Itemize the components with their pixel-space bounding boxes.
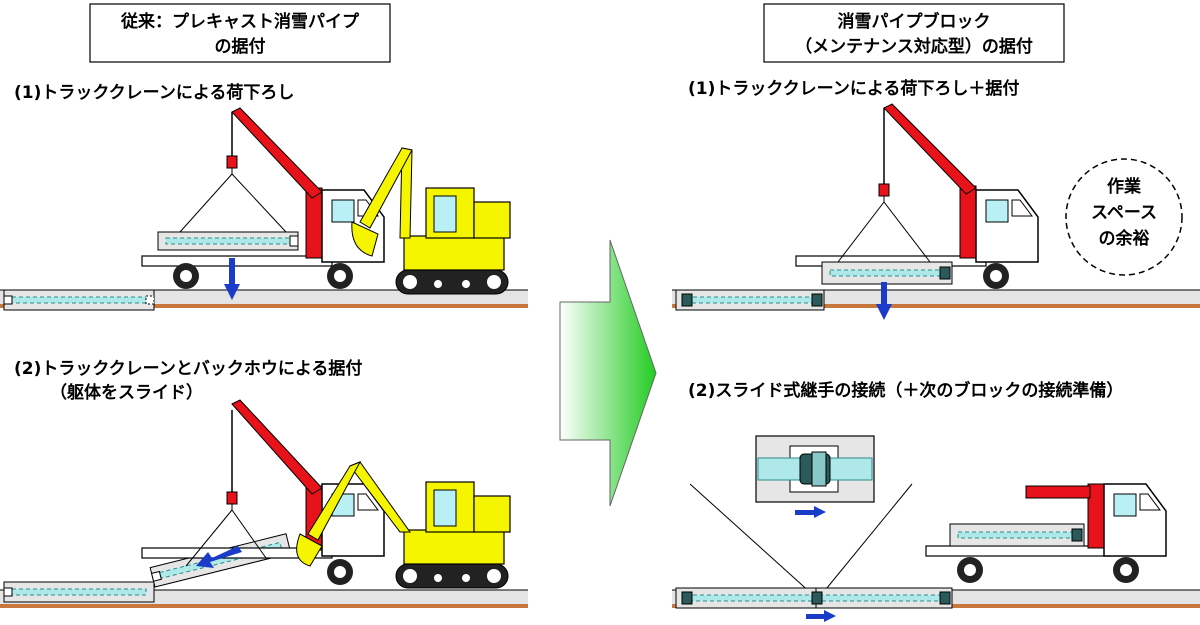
right-truck-2: [925, 483, 1167, 583]
left-title-line1: 従来：プレキャスト消雪パイプ: [120, 11, 360, 32]
left-ground-2: [0, 604, 528, 608]
workspace-label-line1: 作業: [1107, 176, 1141, 197]
left-excavator-2: [296, 461, 511, 589]
transition-arrow: [559, 239, 657, 507]
right-panel: 消雪パイプブロック （メンテナンス対応型）の据付 (1)トラッククレーンによる荷…: [672, 3, 1200, 622]
left-title-box: [89, 3, 391, 63]
left-panel: 従来：プレキャスト消雪パイプ の据付 (1)トラッククレーンによる荷下ろし: [0, 3, 528, 608]
right-ground-1: [672, 304, 1200, 308]
workspace-label-line3: の余裕: [1099, 228, 1150, 249]
left-installed-pipe-1: [3, 289, 155, 311]
right-step2-label: (2)スライド式継手の接続（＋次のブロックの接続準備）: [688, 380, 1123, 401]
left-installed-pipe-2: [3, 581, 155, 603]
slide-arrow-shaft: [806, 614, 826, 619]
left-step1-label: (1)トラッククレーンによる荷下ろし: [14, 82, 294, 103]
slide-arrow-head: [824, 610, 836, 622]
left-truck-1: [141, 107, 385, 300]
left-step2-label-line1: (2)トラッククレーンとバックホウによる据付: [14, 358, 362, 379]
right-title-box: [763, 3, 1065, 63]
right-title-line2: （メンテナンス対応型）の据付: [795, 36, 1033, 57]
left-excavator-1: [351, 147, 511, 295]
right-title-line1: 消雪パイプブロック: [838, 11, 991, 32]
left-title-line2: の据付: [215, 36, 266, 57]
right-step1-label: (1)トラッククレーンによる荷下ろし＋据付: [688, 78, 1019, 99]
left-truck-2: [141, 399, 385, 585]
left-sliding-pipe: [149, 533, 292, 588]
right-truck-1: [795, 103, 1039, 320]
workspace-circle: [1065, 158, 1183, 276]
left-ground-1: [0, 304, 528, 308]
left-step2-label-line2: （躯体をスライド）: [50, 382, 203, 403]
workspace-label-line2: スペース: [1091, 203, 1157, 223]
right-installed-block-2: [675, 587, 953, 609]
joint-detail-zoom: [689, 435, 913, 595]
right-installed-block-1: [675, 289, 825, 311]
